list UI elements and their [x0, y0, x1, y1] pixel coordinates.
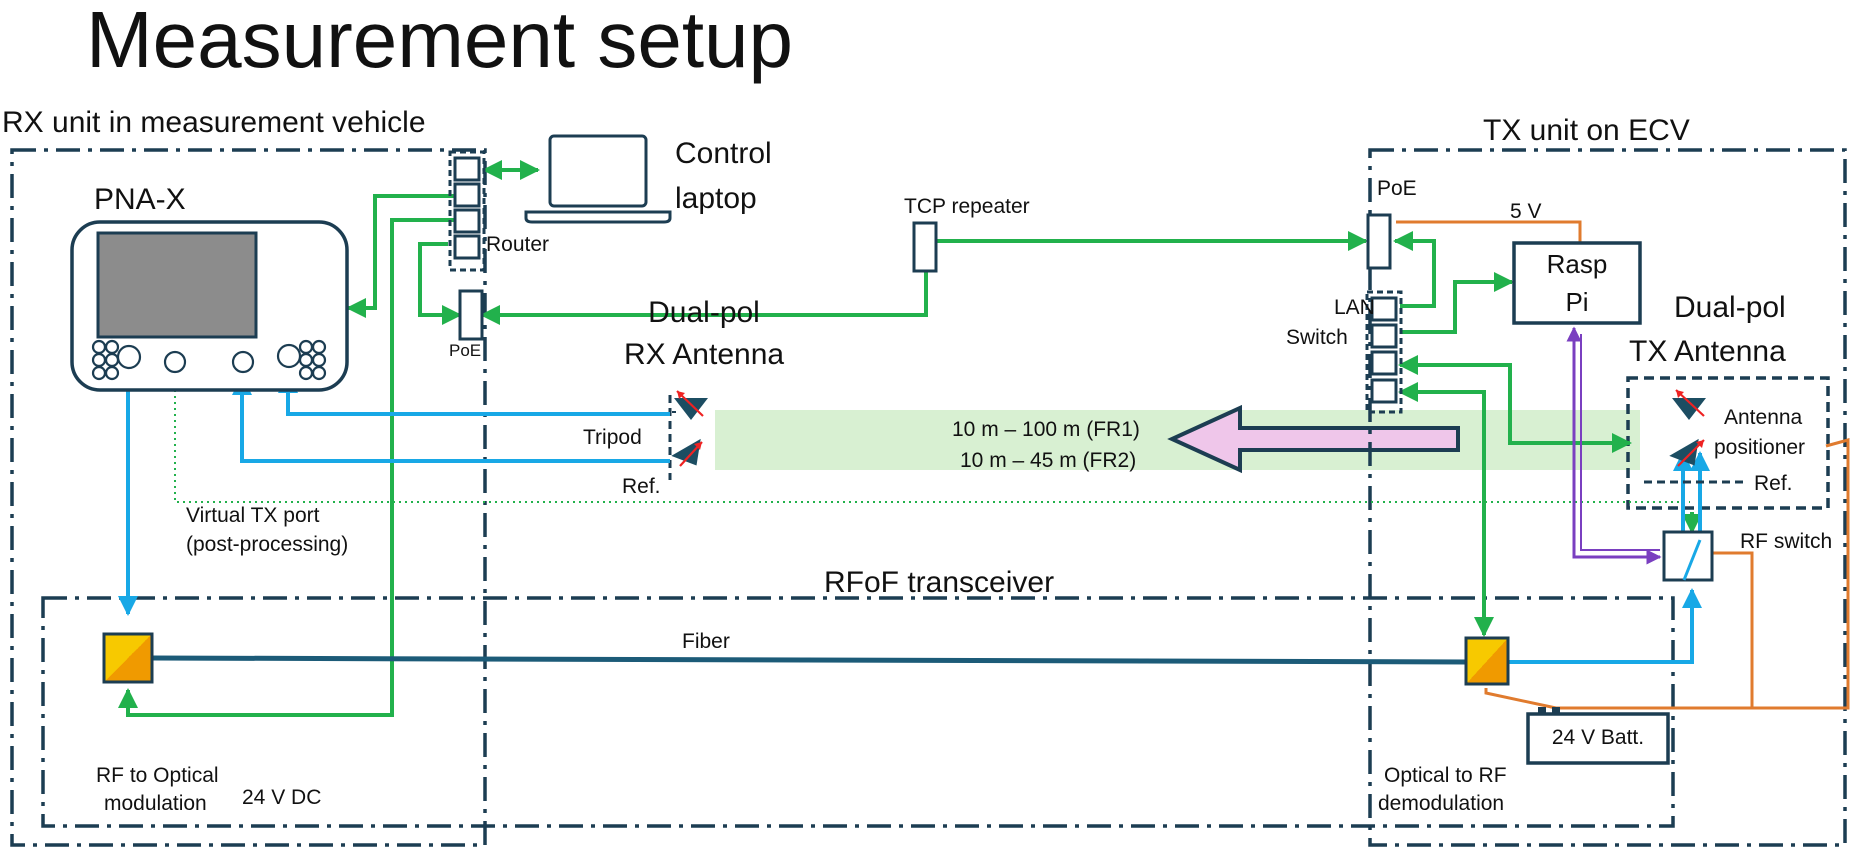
- positioner-label-1: Antenna: [1724, 406, 1803, 429]
- eth-switch-rasp: [1400, 272, 1514, 334]
- eth-switch-fo-pm: [1398, 382, 1494, 637]
- antenna-icon: [1672, 389, 1706, 420]
- tx-unit-label: TX unit on ECV: [1483, 114, 1690, 147]
- converter-icon: [1464, 636, 1510, 686]
- eth-router-pna: [346, 194, 455, 318]
- optical-to-rf-label-2: demodulation: [1378, 792, 1505, 815]
- antenna-icon: [672, 390, 708, 420]
- rx-antenna-label-1: Dual-pol: [648, 296, 760, 329]
- positioner-label-2: positioner: [1714, 436, 1806, 459]
- power-battery-to-positioner: [1556, 438, 1850, 710]
- raspberry-pi: [1512, 241, 1642, 325]
- pna-x-screen: [96, 231, 258, 339]
- pna-port-3: [231, 350, 255, 374]
- router-label: Router: [486, 233, 550, 256]
- range-fr2-label: 10 m – 45 m (FR2): [960, 449, 1137, 472]
- eth-router-poe: [418, 242, 462, 325]
- rf-to-optical-label-2: modulation: [104, 792, 207, 815]
- battery-label: 24 V Batt.: [1551, 726, 1645, 749]
- pna-port-2: [163, 350, 187, 374]
- rx-poe-label: PoE: [449, 341, 482, 360]
- range-fr1-label: 10 m – 100 m (FR1): [952, 418, 1140, 441]
- poe-injector-rx: [458, 289, 484, 341]
- rf-switch-label: RF switch: [1740, 530, 1833, 553]
- antenna-icon: [671, 438, 703, 467]
- voltage-label: 5 V: [1510, 200, 1542, 223]
- eth-poe-switch: [1393, 231, 1436, 308]
- laptop-label-1: Control: [675, 137, 772, 170]
- tcp-repeater: [912, 221, 938, 273]
- rasp-label-2: Pi: [1565, 287, 1589, 317]
- power-poe-to-rasp: [1396, 220, 1582, 243]
- laptop-icon: [524, 134, 672, 224]
- rasp-to-rfswitch-link-2: [1580, 334, 1660, 551]
- rasp-label-1: Rasp: [1546, 249, 1608, 279]
- poe-injector-tx: [1366, 213, 1392, 270]
- rx-ref-label: Ref.: [622, 475, 661, 498]
- fiber-label: Fiber: [682, 630, 730, 653]
- rf-switch: [1662, 530, 1714, 582]
- lan-label-2: Switch: [1286, 326, 1348, 349]
- rx-antenna-label-2: RX Antenna: [623, 338, 785, 371]
- fiber-line: [151, 655, 1469, 665]
- tx-antenna-label-2: TX Antenna: [1629, 335, 1786, 368]
- laptop-label-2: laptop: [675, 182, 757, 215]
- rfof-label: RFoF transceiver: [824, 566, 1055, 599]
- virtual-port-label-1: Virtual TX port: [186, 504, 320, 527]
- converter-icon: [102, 632, 154, 684]
- power-battery-to-switch: [1556, 551, 1754, 710]
- page-title: Measurement setup: [86, 0, 794, 84]
- pna-x-instrument: [70, 220, 349, 392]
- rfof-frame: [41, 596, 1675, 828]
- rx-unit-label: RX unit in measurement vehicle: [2, 106, 426, 139]
- tx-ref-label: Ref.: [1754, 472, 1793, 495]
- power-battery-to-fo: [1484, 688, 1557, 710]
- tripod-label: Tripod: [583, 426, 642, 449]
- dc-supply-label: 24 V DC: [242, 786, 322, 809]
- tx-antenna-label-1: Dual-pol: [1674, 291, 1786, 324]
- virtual-tx-port-line: [174, 372, 1690, 503]
- tx-unit-frame: [1368, 148, 1847, 847]
- rf-to-optical-label-1: RF to Optical: [96, 764, 219, 787]
- pna-port-4: [276, 343, 302, 369]
- optical-to-rf-label-1: Optical to RF: [1384, 764, 1507, 787]
- rf-fo-to-switch: [1508, 588, 1702, 664]
- virtual-port-label-2: (post-processing): [186, 533, 349, 556]
- rf-antenna-port-1: [278, 373, 670, 416]
- tcp-repeater-label: TCP repeater: [904, 195, 1030, 218]
- pna-port-1: [116, 344, 142, 370]
- rx-unit-frame: [10, 148, 487, 847]
- pna-x-label: PNA-X: [94, 183, 186, 216]
- antenna-icon: [1669, 438, 1705, 467]
- lan-label-1: LAN: [1334, 296, 1375, 319]
- rf-antenna-port-2: [232, 375, 670, 463]
- router: [448, 150, 486, 272]
- tx-poe-label: PoE: [1377, 177, 1417, 200]
- battery-icon: [1526, 707, 1670, 765]
- rasp-to-rfswitch-link: [1566, 326, 1662, 565]
- lan-switch: [1365, 290, 1403, 414]
- eth-repeater-poe-rx: [480, 272, 928, 325]
- eth-router-fo-pm: [118, 218, 455, 717]
